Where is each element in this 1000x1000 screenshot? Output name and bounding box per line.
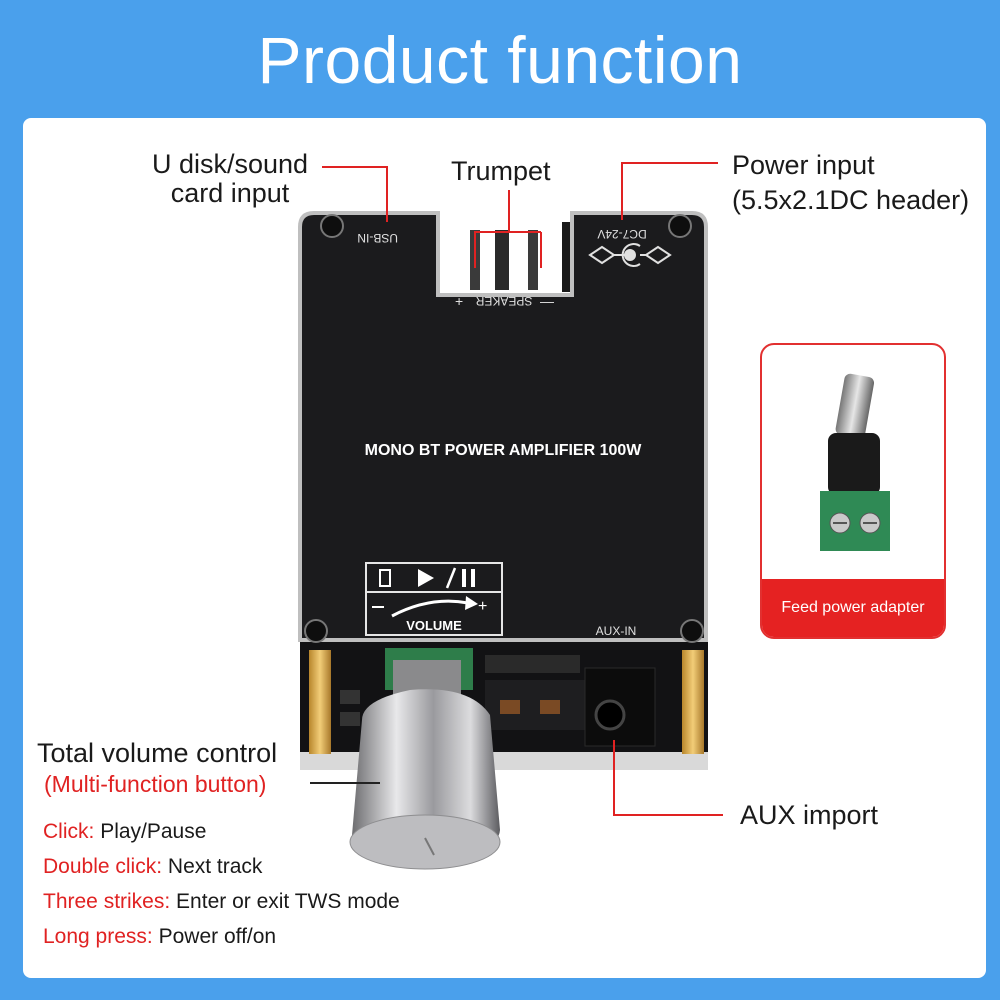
multi-function-label: (Multi-function button) — [44, 771, 267, 797]
mode-value: Next track — [167, 855, 263, 878]
usb-input-label-line1: U disk/sound — [151, 149, 309, 179]
mode-three-strikes: Three strikes: Enter or exit TWS mode — [43, 890, 400, 914]
board-plus: + — [455, 293, 463, 309]
power-input-label-line1: Power input — [732, 150, 875, 180]
mode-key: Long press: — [43, 925, 153, 948]
aux-import-label: AUX import — [740, 800, 879, 830]
play-pause-icon — [379, 567, 475, 589]
board-volume: VOLUME — [406, 618, 462, 633]
board-usb-in: USB-IN — [357, 231, 398, 245]
board-aux-in: AUX-IN — [596, 624, 637, 638]
board-speaker: SPEAKER — [475, 294, 532, 308]
volume-knob[interactable] — [349, 660, 501, 870]
mode-double-click: Double click: Next track — [43, 855, 262, 879]
board-name: MONO BT POWER AMPLIFIER 100W — [365, 442, 643, 459]
adapter-caption: Feed power adapter — [762, 579, 944, 637]
mode-long-press: Long press: Power off/on — [43, 925, 276, 949]
page-title: Product function — [257, 23, 743, 97]
volume-arrow-icon: + — [372, 596, 487, 618]
usb-input-label: U disk/sound card input — [145, 150, 315, 208]
dc-polarity-icon — [588, 243, 672, 267]
mode-key: Three strikes: — [43, 890, 171, 913]
volume-control-label: Total volume control — [37, 738, 278, 768]
power-input-label: Power input (5.5x2.1DC header) — [732, 151, 969, 215]
mode-click: Click: Play/Pause — [43, 820, 206, 844]
power-adapter-card: Feed power adapter — [760, 343, 946, 639]
mode-value: Enter or exit TWS mode — [176, 890, 400, 913]
mode-value: Play/Pause — [100, 820, 207, 843]
board-dc: DC7-24V — [597, 227, 646, 241]
mode-key: Click: — [43, 820, 95, 843]
trumpet-label: Trumpet — [451, 156, 551, 186]
callout-lines — [322, 162, 723, 816]
usb-input-label-line2: card input — [170, 178, 290, 208]
board-minus: — — [540, 293, 554, 309]
control-legend-box — [365, 562, 503, 636]
mode-value: Power off/on — [158, 925, 277, 948]
power-input-label-line2: (5.5x2.1DC header) — [732, 185, 970, 215]
svg-text:+: + — [478, 598, 487, 615]
mode-key: Double click: — [43, 855, 163, 878]
dc-adapter-image — [820, 373, 890, 551]
